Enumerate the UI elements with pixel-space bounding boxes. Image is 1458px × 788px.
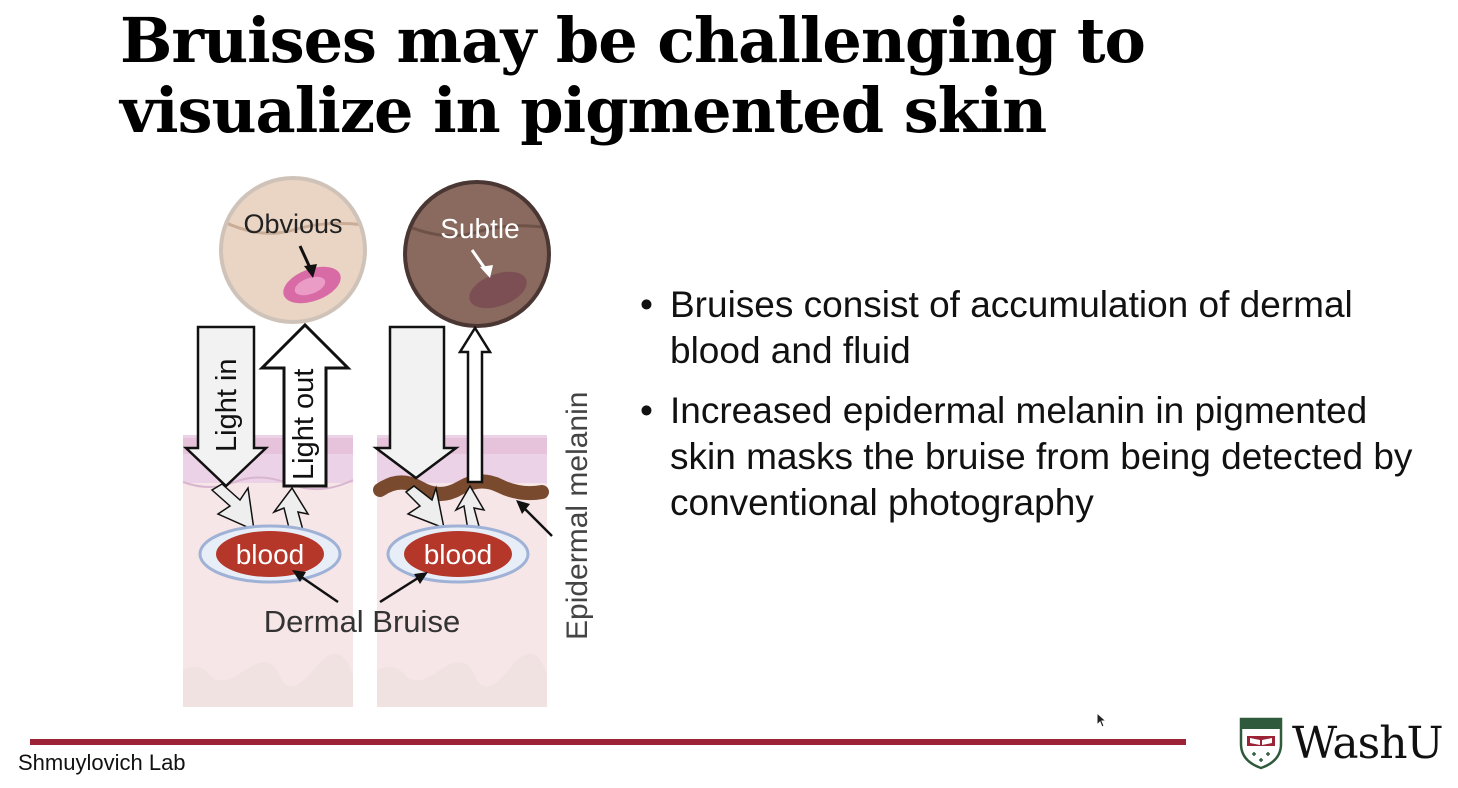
light-out-arrow-pigmented — [457, 325, 493, 484]
obvious-skin-photo — [219, 176, 367, 324]
subtle-skin-photo — [403, 180, 551, 328]
dermal-bruise-label: Dermal Bruise — [264, 604, 460, 639]
slide-title: Bruises may be challenging to visualize … — [120, 6, 1320, 146]
blood-pool-right — [386, 524, 530, 584]
footer-rule — [30, 739, 1186, 745]
lab-name: Shmuylovich Lab — [18, 750, 186, 775]
bullet-list: Bruises consist of accumulation of derma… — [640, 282, 1440, 540]
epidermal-melanin-label: Epidermal melanin — [561, 392, 594, 640]
light-in-arrow — [182, 325, 270, 488]
light-in-label: Light in — [211, 358, 243, 452]
blood-label-right: blood — [424, 539, 493, 570]
slide-title-line-2: visualize in pigmented skin — [120, 74, 1047, 147]
washu-shield-icon — [1239, 717, 1283, 770]
bullet-item: Bruises consist of accumulation of derma… — [640, 282, 1440, 374]
epidermal-melanin-band — [373, 474, 549, 501]
logo-text: WashU — [1292, 717, 1444, 769]
light-out-arrow — [258, 322, 352, 488]
blood-pool-left — [198, 524, 342, 584]
blood-label-left: blood — [236, 539, 305, 570]
light-out-label: Light out — [288, 369, 320, 480]
subtle-label: Subtle — [440, 213, 519, 244]
bullet-item: Increased epidermal melanin in pigmented… — [640, 388, 1440, 526]
obvious-label: Obvious — [243, 209, 342, 239]
mouse-cursor-icon — [1096, 712, 1108, 728]
light-in-arrow-pigmented — [372, 325, 460, 480]
washu-logo: WashU — [1238, 716, 1444, 770]
bruise-diagram: Obvious Subtle Light in Light out blood … — [182, 176, 594, 707]
slide-title-line-1: Bruises may be challenging to — [120, 4, 1146, 77]
